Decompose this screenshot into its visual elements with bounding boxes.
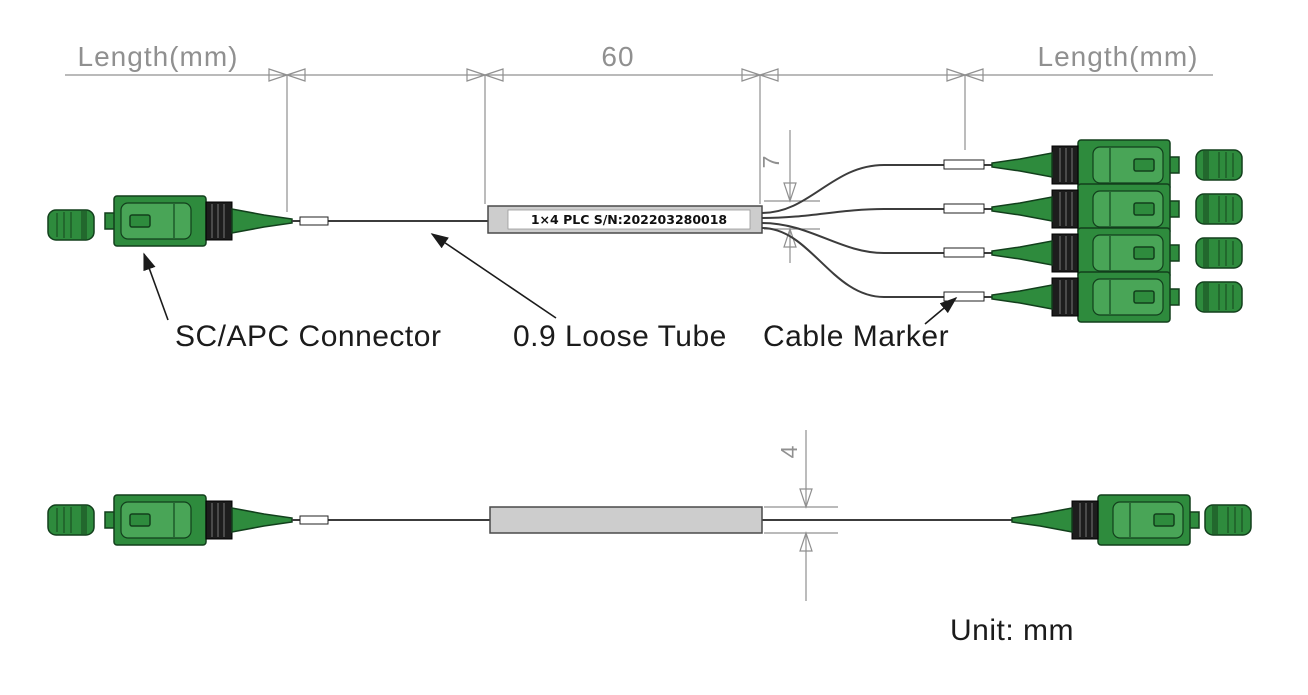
side-cable-marker-band xyxy=(299,515,329,525)
dust-cap-right-side xyxy=(1204,504,1252,536)
dust-cap-output-1 xyxy=(1195,149,1243,181)
input-cable-marker-band xyxy=(299,216,329,226)
left-length-label: Length(mm) xyxy=(78,41,239,72)
annotation-loose-tube: 0.9 Loose Tube xyxy=(430,233,727,353)
tube-length-label: 60 xyxy=(601,41,634,72)
annotation-cable-marker: Cable Marker xyxy=(763,296,958,353)
dust-cap-input xyxy=(47,209,95,241)
annotation-cable-marker-label: Cable Marker xyxy=(763,320,949,353)
sc-apc-connector-output-4 xyxy=(991,271,1180,323)
fanout-height-label: 7 xyxy=(758,156,784,169)
cable-marker-band-3 xyxy=(943,247,985,258)
splitter-tube-side xyxy=(489,506,763,534)
sc-apc-connector-output-3 xyxy=(991,227,1180,279)
tube-label-band xyxy=(507,209,751,230)
top-dimension-chain: Length(mm) 60 Length(mm) xyxy=(65,41,1213,212)
splitter-tube: 1×4 PLC S/N:202203280018 xyxy=(487,205,763,234)
annotation-connector-label: SC/APC Connector xyxy=(175,320,441,353)
right-length-label: Length(mm) xyxy=(1038,41,1199,72)
tube-height-label: 4 xyxy=(776,445,802,458)
sc-apc-connector-output-1 xyxy=(991,139,1180,191)
annotation-sc-apc-connector: SC/APC Connector xyxy=(143,252,441,353)
dust-cap-left-side xyxy=(47,504,95,536)
side-view-cables xyxy=(292,515,1012,525)
tube-serial-label: 1×4 PLC S/N:202203280018 xyxy=(531,212,727,227)
fanout-fibers xyxy=(761,159,992,302)
annotation-loose-tube-label: 0.9 Loose Tube xyxy=(513,320,727,353)
cable-marker-band-4 xyxy=(943,291,985,302)
sc-apc-connector-right-side xyxy=(1011,494,1200,546)
fanout-height-dimension: 7 xyxy=(758,130,820,263)
cable-marker-band-2 xyxy=(943,203,985,214)
dust-cap-output-3 xyxy=(1195,237,1243,269)
sc-apc-connector-output-2 xyxy=(991,183,1180,235)
dust-cap-output-4 xyxy=(1195,281,1243,313)
input-cable xyxy=(292,216,488,226)
unit-label: Unit: mm xyxy=(950,614,1074,647)
dust-cap-output-2 xyxy=(1195,193,1243,225)
cable-marker-band-1 xyxy=(943,159,985,170)
tube-height-dimension: 4 xyxy=(764,430,838,601)
sc-apc-connector-input xyxy=(104,195,293,247)
sc-apc-connector-left-side xyxy=(104,494,293,546)
